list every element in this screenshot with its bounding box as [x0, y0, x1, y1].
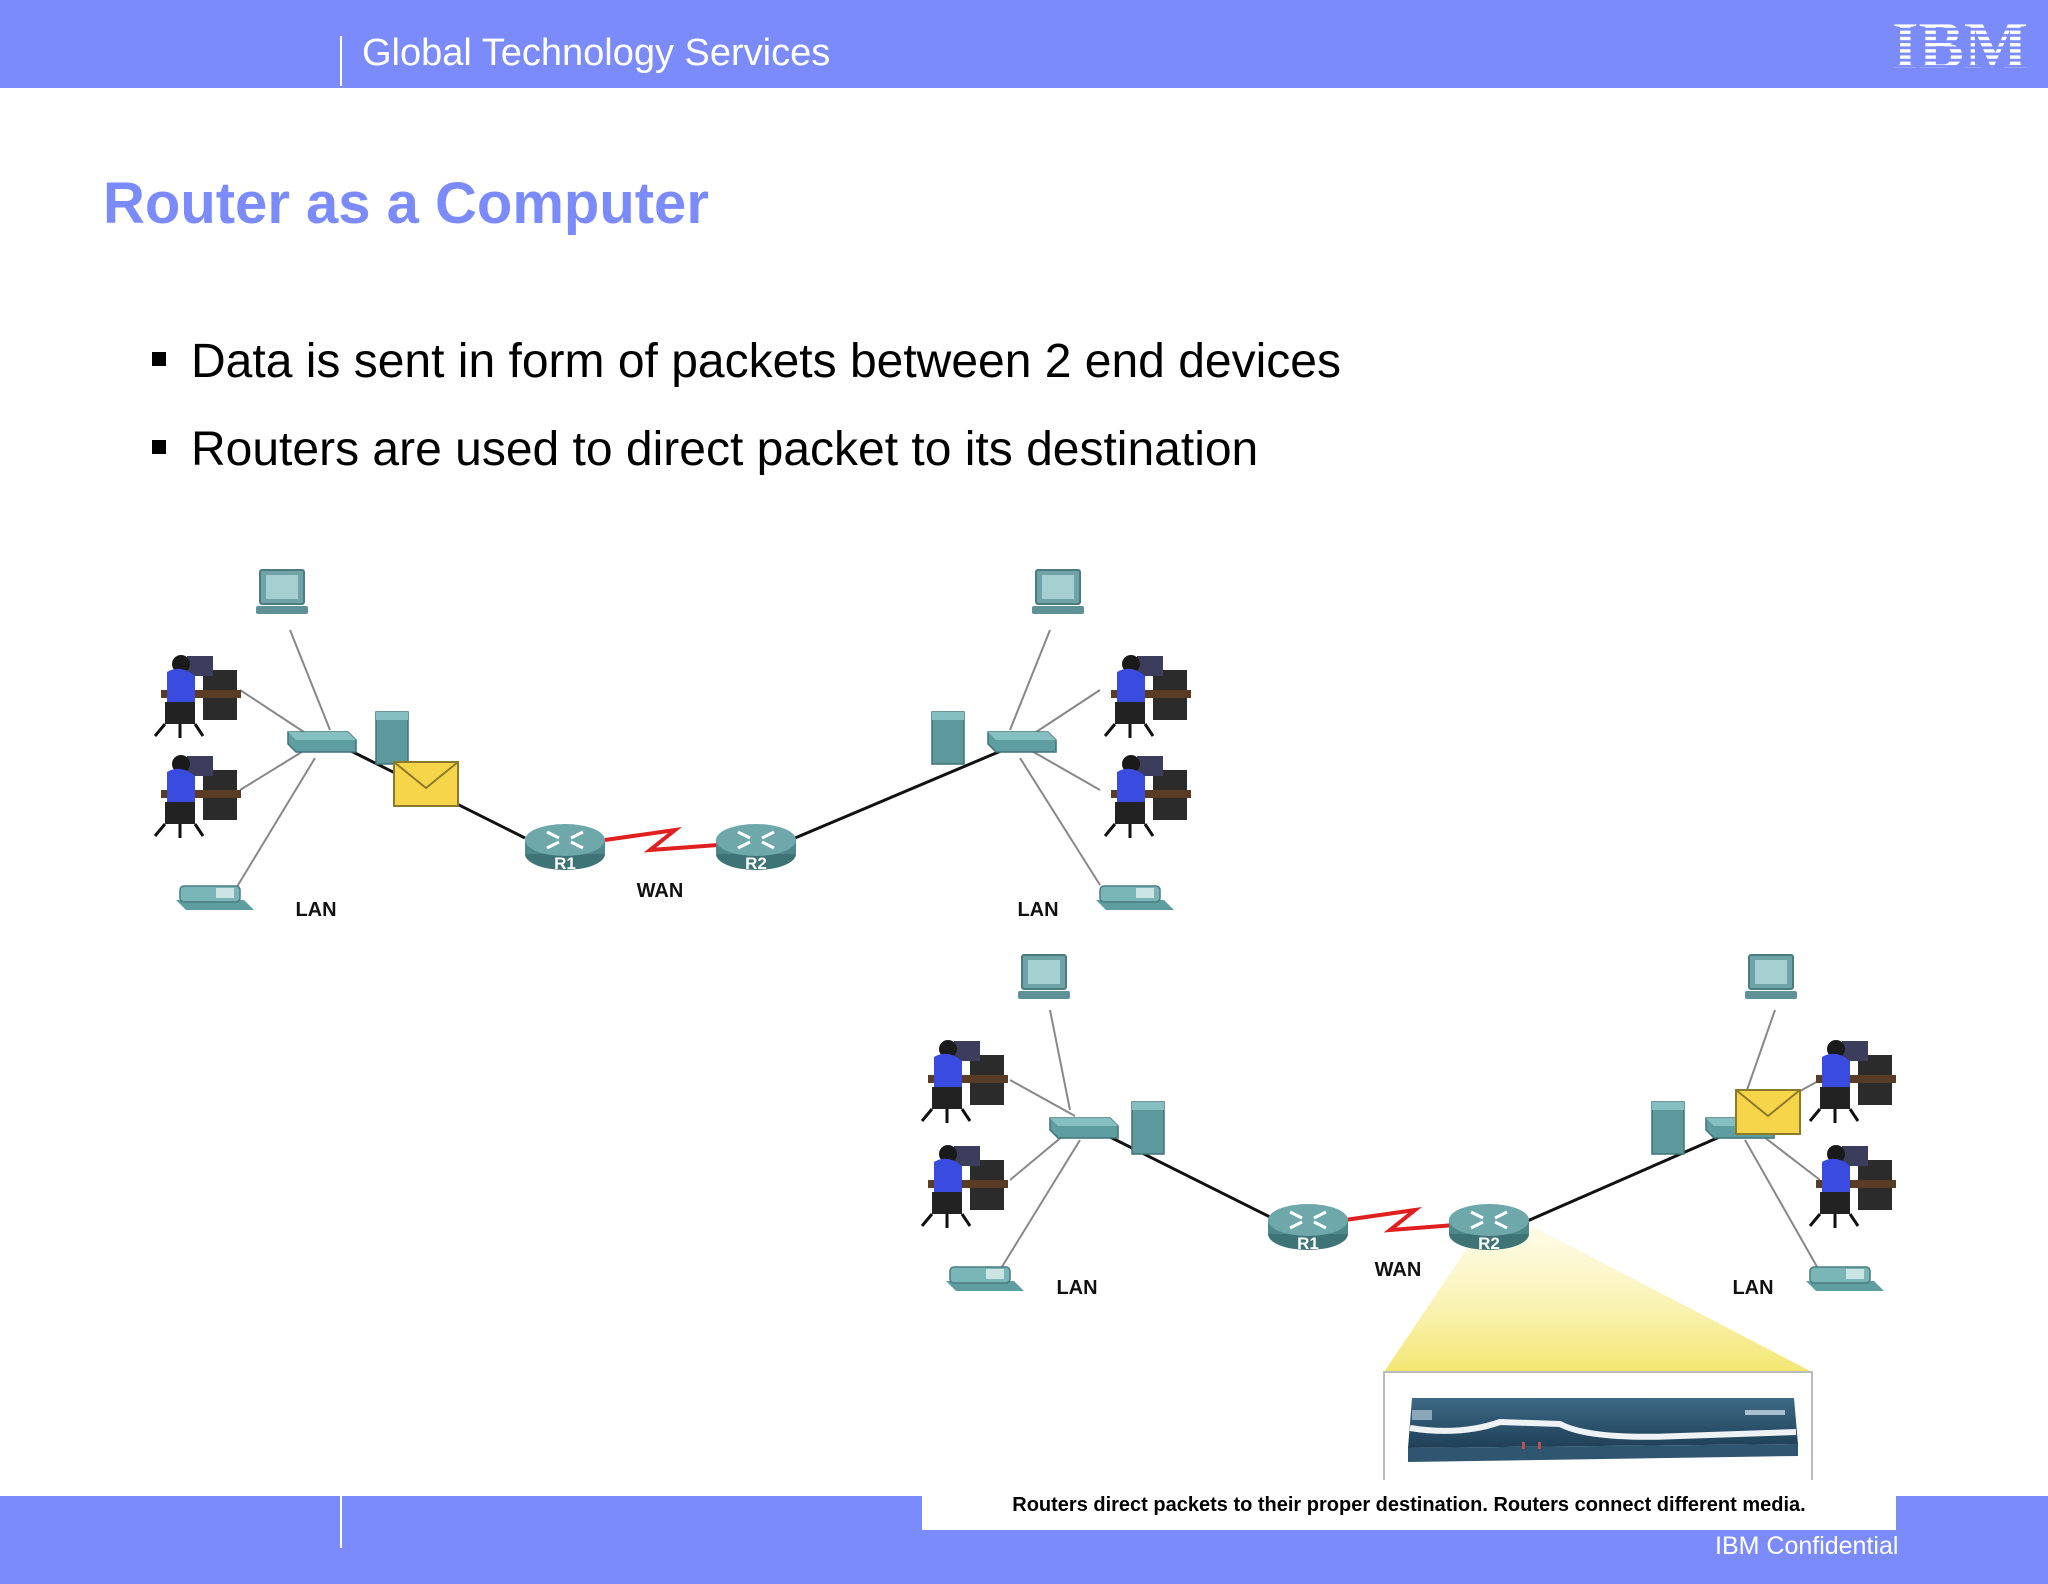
router-label: R1 [1297, 1234, 1319, 1253]
slide-title: Router as a Computer [103, 171, 709, 236]
bullet-item: Data is sent in form of packets between … [150, 333, 1341, 391]
bullet-square-icon [152, 352, 166, 366]
svg-text:IBM: IBM [1892, 12, 2028, 74]
switch-icon [287, 731, 357, 753]
bottom-network-diagram: R1 R2 LAN WAN LAN [920, 954, 1898, 1493]
bullet-text: Data is sent in form of packets between … [191, 335, 1341, 388]
bullet-square-icon [152, 440, 166, 454]
router-label: R2 [1478, 1234, 1500, 1253]
user-workstation-icon [153, 653, 243, 740]
confidential-label: IBM Confidential [1715, 1532, 1899, 1560]
header-divider [340, 36, 342, 86]
router-label: R2 [745, 854, 767, 873]
user-workstation-icon [153, 753, 243, 840]
footer-divider [340, 1496, 342, 1548]
switch-icon [1049, 1117, 1119, 1139]
ip-phone-icon [945, 1266, 1025, 1292]
server-icon [375, 711, 409, 765]
ip-phone-icon [1095, 885, 1175, 911]
user-workstation-icon [1103, 753, 1193, 840]
lan-label: LAN [1732, 1277, 1773, 1299]
switch-icon [987, 731, 1057, 753]
lan-label: LAN [295, 899, 336, 921]
ip-phone-icon [1805, 1266, 1885, 1292]
router-label: R1 [554, 854, 576, 873]
desktop-computer-icon [255, 569, 309, 615]
desktop-computer-icon [1744, 954, 1798, 1000]
lan-label: LAN [1017, 899, 1058, 921]
top-wan-serial-link [604, 826, 719, 853]
user-workstation-icon [920, 1143, 1010, 1230]
server-icon [1131, 1101, 1165, 1155]
server-icon [1651, 1101, 1685, 1155]
header-bar: Global Technology Services IBM [0, 0, 2048, 88]
router-hardware-photo [1383, 1371, 1813, 1493]
wan-label: WAN [637, 880, 684, 902]
service-name: Global Technology Services [362, 32, 831, 74]
bullet-text: Routers are used to direct packet to its… [191, 423, 1259, 476]
server-icon [931, 711, 965, 765]
user-workstation-icon [1808, 1038, 1898, 1125]
user-workstation-icon [1103, 653, 1193, 740]
packet-envelope-icon [393, 761, 459, 807]
packet-envelope-icon [1735, 1089, 1801, 1135]
diagram-caption: Routers direct packets to their proper d… [1012, 1494, 1806, 1516]
top-network-diagram: R1 R2 LAN WAN LAN [153, 569, 1193, 921]
wan-label: WAN [1375, 1259, 1422, 1281]
bullet-item: Routers are used to direct packet to its… [150, 421, 1341, 479]
bullet-list: Data is sent in form of packets between … [150, 333, 1341, 509]
lan-label: LAN [1056, 1277, 1097, 1299]
desktop-computer-icon [1017, 954, 1071, 1000]
desktop-computer-icon [1031, 569, 1085, 615]
bottom-wan-serial-link [1344, 1206, 1456, 1233]
ibm-logo: IBM [1892, 12, 2028, 74]
diagram-caption-box: Routers direct packets to their proper d… [922, 1480, 1896, 1530]
router-zoom-spotlight [1384, 1226, 1812, 1372]
user-workstation-icon [1808, 1143, 1898, 1230]
user-workstation-icon [920, 1038, 1010, 1125]
ip-phone-icon [175, 885, 255, 911]
